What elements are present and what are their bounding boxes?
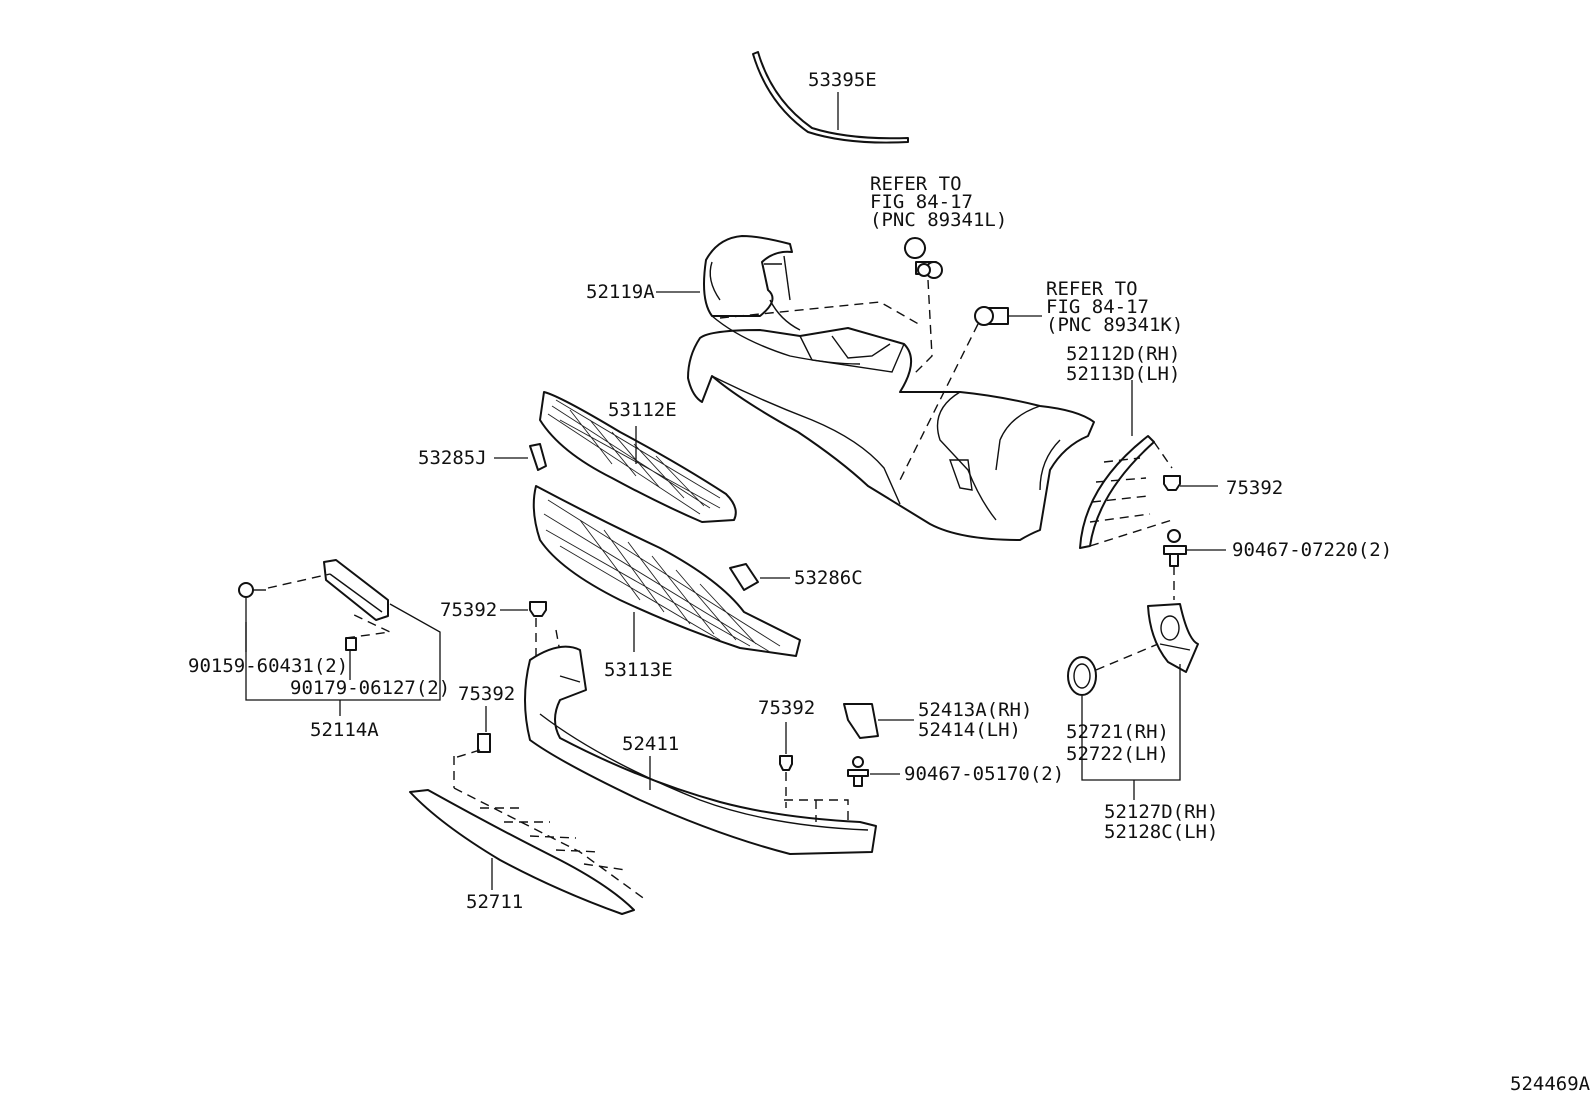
clip-75392-left[interactable] <box>477 733 491 753</box>
label-75392-mid[interactable]: 75392 <box>758 697 815 719</box>
clip-75392-mid[interactable] <box>779 755 793 771</box>
guide-sensor-L <box>911 279 933 377</box>
label-53113E[interactable]: 53113E <box>604 659 673 681</box>
grille-lower-53113E[interactable] <box>532 485 801 657</box>
label-52411[interactable]: 52411 <box>622 733 679 755</box>
parking-sensor-89341K[interactable] <box>974 306 1042 326</box>
lower-spoiler-52411[interactable] <box>524 645 877 855</box>
bracket-52127D <box>1081 664 1181 781</box>
guide-spoiler <box>784 799 849 822</box>
screw-90159-60431[interactable] <box>238 582 266 598</box>
guide-retainer <box>267 573 393 639</box>
label-52114A[interactable]: 52114A <box>310 719 379 741</box>
skid-plate-52711[interactable] <box>409 789 635 915</box>
bracket-52114A <box>245 598 441 701</box>
label-52413A[interactable]: 52413A(RH) <box>918 699 1032 721</box>
label-52414[interactable]: 52414(LH) <box>918 719 1021 741</box>
label-52113D[interactable]: 52113D(LH) <box>1066 363 1180 385</box>
label-90159-60431[interactable]: 90159-60431(2) <box>188 655 348 677</box>
label-52721[interactable]: 52721(RH) <box>1066 721 1169 743</box>
label-75392-right[interactable]: 75392 <box>1226 477 1283 499</box>
bracket-52413A[interactable] <box>843 703 879 739</box>
label-75392-left[interactable]: 75392 <box>458 683 515 705</box>
label-53286C[interactable]: 53286C <box>794 567 863 589</box>
retainer-52114A[interactable] <box>323 559 389 621</box>
fender-liner-52112D[interactable] <box>1079 435 1155 549</box>
guide-skid-clip <box>453 749 481 759</box>
guide-skid-plate <box>453 756 647 901</box>
label-75392-center[interactable]: 75392 <box>440 599 497 621</box>
label-53112E[interactable]: 53112E <box>608 399 677 421</box>
refer2-line2[interactable]: FIG 84-17 <box>1046 296 1149 318</box>
label-90179-06127[interactable]: 90179-06127(2) <box>290 677 450 699</box>
label-53285J[interactable]: 53285J <box>418 447 487 469</box>
label-90467-07220[interactable]: 90467-07220(2) <box>1232 539 1392 561</box>
refer1-line2[interactable]: FIG 84-17 <box>870 191 973 213</box>
rivet-90467-05170[interactable] <box>847 756 869 787</box>
clip-75392-center[interactable] <box>529 601 547 617</box>
clip-75392-right[interactable] <box>1163 475 1218 491</box>
cover-53286C[interactable] <box>729 563 759 591</box>
label-52711[interactable]: 52711 <box>466 891 523 913</box>
rivet-90467-07220[interactable] <box>1163 529 1226 567</box>
ring-52721[interactable] <box>1067 656 1097 696</box>
label-52127D[interactable]: 52127D(RH) <box>1104 801 1218 823</box>
bumper-cover-52119A[interactable] <box>687 235 1095 541</box>
refer2-line3[interactable]: (PNC 89341K) <box>1046 314 1183 336</box>
label-52112D[interactable]: 52112D(RH) <box>1066 343 1180 365</box>
refer1-line1: REFER TO <box>870 173 962 195</box>
molding-53395E[interactable] <box>752 51 909 144</box>
doc-number: 524469A <box>1510 1073 1591 1095</box>
label-52119A[interactable]: 52119A <box>586 281 655 303</box>
guide-fender-liner <box>1089 441 1173 547</box>
label-52128C[interactable]: 52128C(LH) <box>1104 821 1218 843</box>
refer1-line3[interactable]: (PNC 89341L) <box>870 209 1007 231</box>
cover-53285J[interactable] <box>529 443 547 471</box>
guide-ring <box>1095 643 1159 671</box>
label-53395E[interactable]: 53395E <box>808 69 877 91</box>
fog-bezel-bracket-52127D[interactable] <box>1147 603 1199 673</box>
label-52722[interactable]: 52722(LH) <box>1066 743 1169 765</box>
guide-cover-top <box>719 301 923 327</box>
label-90467-05170[interactable]: 90467-05170(2) <box>904 763 1064 785</box>
parking-sensor-89341L[interactable] <box>904 237 943 279</box>
nut-90179-06127[interactable] <box>345 637 357 651</box>
refer2-line1: REFER TO <box>1046 278 1138 300</box>
